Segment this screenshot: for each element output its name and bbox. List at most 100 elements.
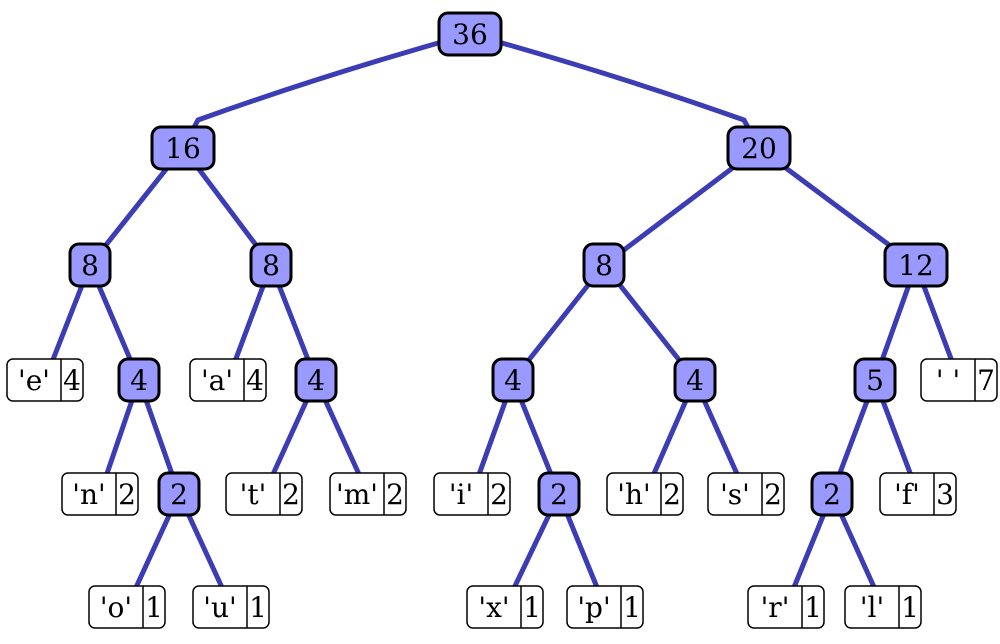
- leaf-count: 2: [118, 478, 136, 511]
- tree-edges: [42, 31, 962, 610]
- internal-node: 16: [150, 125, 216, 171]
- internal-node: 4: [294, 357, 338, 403]
- node-weight: 8: [595, 249, 613, 282]
- internal-node-box: [810, 471, 854, 517]
- leaf-box: [747, 585, 825, 629]
- node-weight: 16: [165, 132, 201, 165]
- leaf-symbol: 'l': [860, 591, 884, 624]
- leaf-node: 'o' 1: [88, 585, 166, 629]
- node-weight: 2: [823, 478, 841, 511]
- leaf-box: [6, 358, 84, 402]
- leaf-box: [329, 472, 407, 516]
- leaf-box: [844, 585, 922, 629]
- leaf-count: 2: [663, 478, 681, 511]
- internal-node-box: [853, 357, 897, 403]
- leaf-node: 'i' 2: [433, 472, 511, 516]
- leaf-count: 7: [977, 364, 995, 397]
- leaf-count: 4: [246, 364, 264, 397]
- node-weight: 4: [504, 364, 522, 397]
- leaf-symbol: 'n': [72, 478, 105, 511]
- internal-node: 36: [437, 11, 503, 57]
- internal-node-box: [537, 471, 581, 517]
- internal-node-box: [491, 357, 535, 403]
- leaf-node: 'n' 2: [61, 472, 139, 516]
- leaf-symbol: 'i': [449, 478, 473, 511]
- internal-node: 8: [582, 242, 626, 288]
- leaf-box: [189, 358, 267, 402]
- internal-node-box: [582, 242, 626, 288]
- internal-node: 20: [726, 125, 792, 171]
- internal-node: 2: [537, 471, 581, 517]
- leaf-box: [225, 472, 303, 516]
- leaf-symbol: ' ': [936, 364, 960, 397]
- leaf-node: 'e' 4: [6, 358, 84, 402]
- leaf-count: 2: [282, 478, 300, 511]
- leaf-count: 1: [145, 591, 163, 624]
- leaf-count: 1: [249, 591, 267, 624]
- node-weight: 8: [81, 249, 99, 282]
- leaf-symbol: 'r': [761, 591, 790, 624]
- leaf-count: 2: [764, 478, 782, 511]
- leaf-box: [61, 472, 139, 516]
- node-weight: 4: [307, 364, 325, 397]
- node-weight: 4: [130, 364, 148, 397]
- internal-node: 4: [117, 357, 161, 403]
- node-weight: 5: [866, 364, 884, 397]
- leaf-box: [88, 585, 166, 629]
- leaf-node: 'm'2: [329, 472, 407, 516]
- leaf-symbol: 'e': [18, 364, 50, 397]
- leaf-symbol: 'x': [478, 591, 509, 624]
- leaf-box: [466, 585, 544, 629]
- internal-node-box: [117, 357, 161, 403]
- leaf-symbol: 't': [240, 478, 267, 511]
- leaf-node: 'p' 1: [566, 585, 644, 629]
- leaf-symbol: 'f': [894, 478, 920, 511]
- leaf-count: 3: [936, 478, 954, 511]
- leaf-count: 1: [901, 591, 919, 624]
- internal-node: 12: [883, 242, 949, 288]
- tree-edge: [180, 31, 473, 151]
- node-weight: 12: [898, 249, 934, 282]
- leaf-count: 1: [804, 591, 822, 624]
- leaf-symbol: 'p': [577, 591, 610, 624]
- leaf-count: 2: [386, 478, 404, 511]
- leaf-symbol: 'h': [617, 478, 650, 511]
- leaf-count: 2: [490, 478, 508, 511]
- leaf-count: 1: [623, 591, 641, 624]
- leaf-box: [606, 472, 684, 516]
- leaf-box: [566, 585, 644, 629]
- leaf-node: 'l' 1: [844, 585, 922, 629]
- node-weight: 20: [741, 132, 777, 165]
- leaf-node: ' ' 7: [920, 358, 998, 402]
- leaf-node: 's' 2: [707, 472, 785, 516]
- leaf-node: 'a' 4: [189, 358, 267, 402]
- internal-node: 8: [249, 242, 293, 288]
- leaf-box: [707, 472, 785, 516]
- leaf-count: 4: [63, 364, 81, 397]
- internal-node: 8: [68, 242, 112, 288]
- internal-node-box: [437, 11, 503, 57]
- internal-node-box: [883, 242, 949, 288]
- leaf-symbol: 's': [720, 478, 750, 511]
- internal-node-box: [726, 125, 792, 171]
- node-weight: 2: [550, 478, 568, 511]
- node-weight: 8: [262, 249, 280, 282]
- leaf-node: 'f' 3: [879, 472, 957, 516]
- internal-node: 2: [810, 471, 854, 517]
- leaf-box: [879, 472, 957, 516]
- leaf-symbol: 'o': [100, 591, 132, 624]
- leaf-node: 'u' 1: [192, 585, 270, 629]
- internal-node: 2: [157, 471, 201, 517]
- internal-node-box: [150, 125, 216, 171]
- node-weight: 2: [170, 478, 188, 511]
- internal-node-box: [157, 471, 201, 517]
- leaf-symbol: 'a': [201, 364, 233, 397]
- leaf-count: 1: [523, 591, 541, 624]
- internal-node-box: [68, 242, 112, 288]
- internal-node-box: [249, 242, 293, 288]
- leaf-symbol: 'u': [203, 591, 236, 624]
- internal-node: 4: [673, 357, 717, 403]
- leaf-node: 'h' 2: [606, 472, 684, 516]
